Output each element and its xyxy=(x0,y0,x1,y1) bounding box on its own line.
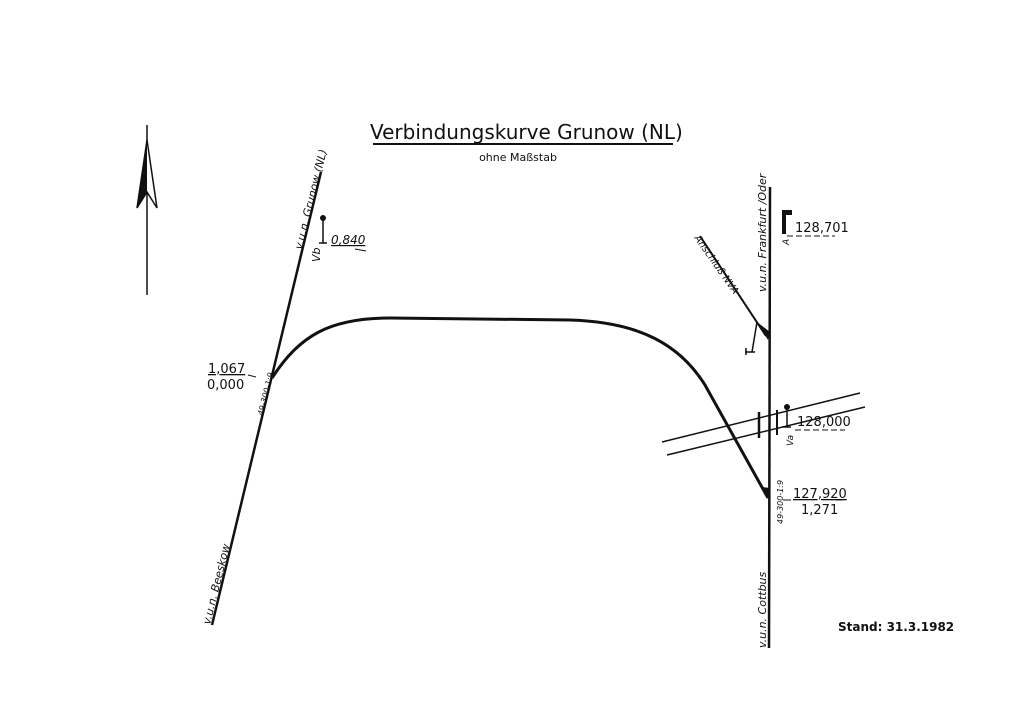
label-cottbus: v.u.n. Cottbus xyxy=(756,571,769,648)
track-nva-siding xyxy=(699,235,767,337)
switch-left-km-bottom: 0,000 xyxy=(207,378,244,393)
label-nva: Anschluß NVA xyxy=(691,233,740,297)
label-grunow: v.u.n. Grunow (NL) xyxy=(292,148,329,251)
switch-right-icon xyxy=(762,487,770,498)
label-frankfurt: v.u.n. Frankfurt /Oder xyxy=(756,172,769,292)
signal-va xyxy=(783,404,791,428)
north-arrow-icon xyxy=(136,125,158,295)
connecting-curve-track xyxy=(270,316,770,499)
switch-left-km-top: 1,067 xyxy=(208,362,245,377)
track-grunow-beeskow xyxy=(210,171,323,626)
road-crossing xyxy=(661,392,866,456)
signal-a-name: A xyxy=(782,239,792,246)
track-frankfurt-cottbus xyxy=(767,186,772,649)
date-stamp: Stand: 31.3.1982 xyxy=(838,620,954,634)
label-beeskow: v.u.n. Beeskow xyxy=(200,543,233,626)
signal-a-km: 128,701 xyxy=(795,221,849,236)
switch-right-km-bottom: 1,271 xyxy=(801,503,838,518)
diagram-subtitle: ohne Maßstab xyxy=(479,151,557,164)
diagram-title: Verbindungskurve Grunow (NL) xyxy=(370,120,683,144)
buffer-stop-icon xyxy=(745,321,758,355)
switch-nva-icon xyxy=(757,322,770,340)
signal-va-name: Va xyxy=(786,435,796,446)
signal-vb-km: 0,840 xyxy=(331,233,366,247)
signal-a xyxy=(782,210,792,234)
signal-va-km: 128,000 xyxy=(797,415,851,430)
switch-right-type: 49-300-1:9 xyxy=(776,480,785,524)
signal-vb-name: Vb xyxy=(310,247,323,262)
switch-right-km-top: 127,920 xyxy=(793,487,847,502)
signal-vb xyxy=(319,215,327,244)
